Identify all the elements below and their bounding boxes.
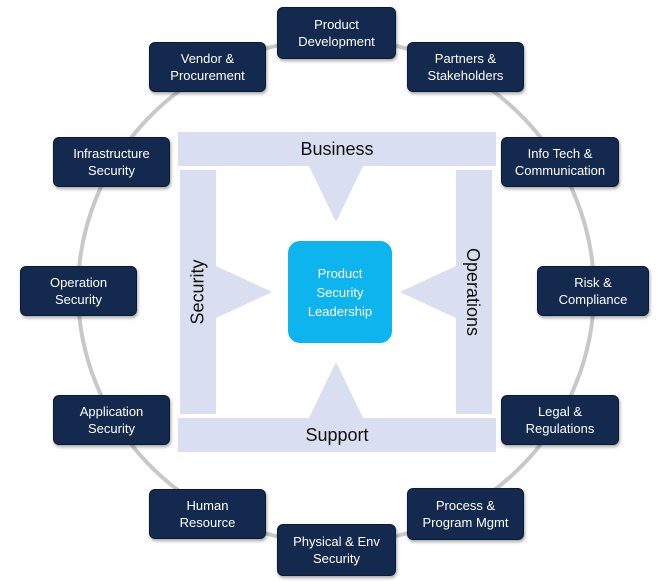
product-security-leadership: Product Security Leadership bbox=[288, 241, 392, 343]
operations-label: Operations bbox=[463, 247, 483, 337]
support-label: Support bbox=[305, 425, 369, 445]
node-legal-regulations: Legal & Regulations bbox=[501, 395, 619, 445]
operations-label-wrap: Operations bbox=[462, 242, 484, 342]
node-partners-stakeholders: Partners & Stakeholders bbox=[407, 42, 524, 92]
support-band bbox=[178, 362, 496, 452]
node-process-program-mgmt: Process & Program Mgmt bbox=[407, 488, 524, 540]
business-band bbox=[178, 132, 496, 222]
security-label: Security bbox=[188, 259, 208, 325]
node-info-tech-communication: Info Tech & Communication bbox=[501, 137, 619, 187]
operations-band bbox=[400, 170, 492, 414]
node-vendor-procurement: Vendor & Procurement bbox=[149, 42, 266, 92]
node-human-resource: Human Resource bbox=[149, 489, 266, 539]
node-product-development: Product Development bbox=[277, 7, 396, 59]
business-label: Business bbox=[300, 139, 374, 159]
node-risk-compliance: Risk & Compliance bbox=[537, 266, 649, 316]
security-band bbox=[180, 170, 272, 414]
node-operation-security: Operation Security bbox=[20, 266, 137, 316]
node-physical-env-security: Physical & Env Security bbox=[277, 524, 396, 576]
security-label-wrap: Security bbox=[187, 242, 209, 342]
node-infrastructure-security: Infrastructure Security bbox=[53, 137, 170, 187]
node-application-security: Application Security bbox=[53, 395, 170, 445]
